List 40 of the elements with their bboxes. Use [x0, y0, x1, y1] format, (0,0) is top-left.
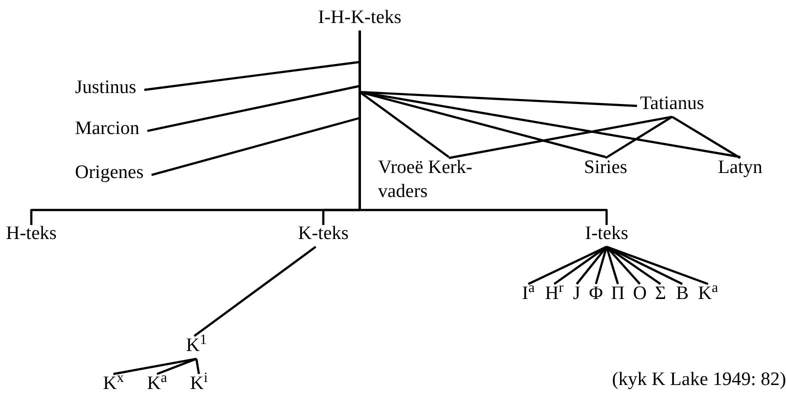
text-label: Latyn: [718, 156, 762, 180]
text-label: K$^{a}$: [147, 372, 168, 396]
text-label: Tatianus: [640, 92, 704, 116]
stemma-line: [605, 116, 673, 159]
stemma-line: [554, 246, 608, 285]
text-label: H$^{r}$: [545, 282, 564, 306]
stemma-line: [594, 246, 608, 284]
stemma-line: [194, 246, 316, 337]
text-label: Justinus: [75, 76, 136, 100]
stemma-line: [156, 358, 197, 376]
stemma-line: [606, 246, 708, 286]
text-label: K$^{1}$: [186, 334, 207, 358]
text-label: I-teks: [585, 222, 628, 246]
text-label: Π: [611, 282, 625, 306]
text-label: Origenes: [75, 161, 144, 185]
text-label: Σ: [655, 282, 666, 306]
text-label: H-teks: [6, 222, 57, 246]
stemma-line: [576, 246, 608, 285]
text-label: K$^{i}$: [190, 372, 208, 396]
stemma-line: [113, 358, 197, 376]
stemma-line: [448, 116, 672, 160]
citation-note: (kyk K Lake 1949: 82): [612, 368, 786, 392]
text-label: I$^{a}$: [522, 282, 535, 306]
stemma-line: [606, 246, 683, 285]
text-label: K$^{a}$: [698, 282, 718, 306]
text-label: Siries: [584, 156, 628, 180]
text-label: K-teks: [298, 222, 349, 246]
text-label: B: [676, 282, 689, 306]
text-label: K$^{x}$: [103, 372, 124, 396]
text-label: Φ: [589, 282, 603, 306]
stemma-line: [195, 358, 200, 374]
stemma-line: [528, 246, 608, 285]
text-label: O: [633, 282, 647, 306]
text-label: Vroeë Kerk- vaders: [378, 156, 496, 204]
stemma-line: [606, 246, 619, 284]
text-label: I-H-K-teks: [318, 6, 402, 30]
stemma-line: [672, 116, 741, 159]
stemma-line: [606, 246, 662, 285]
text-label: J: [573, 282, 580, 306]
text-label: Marcion: [75, 117, 140, 141]
